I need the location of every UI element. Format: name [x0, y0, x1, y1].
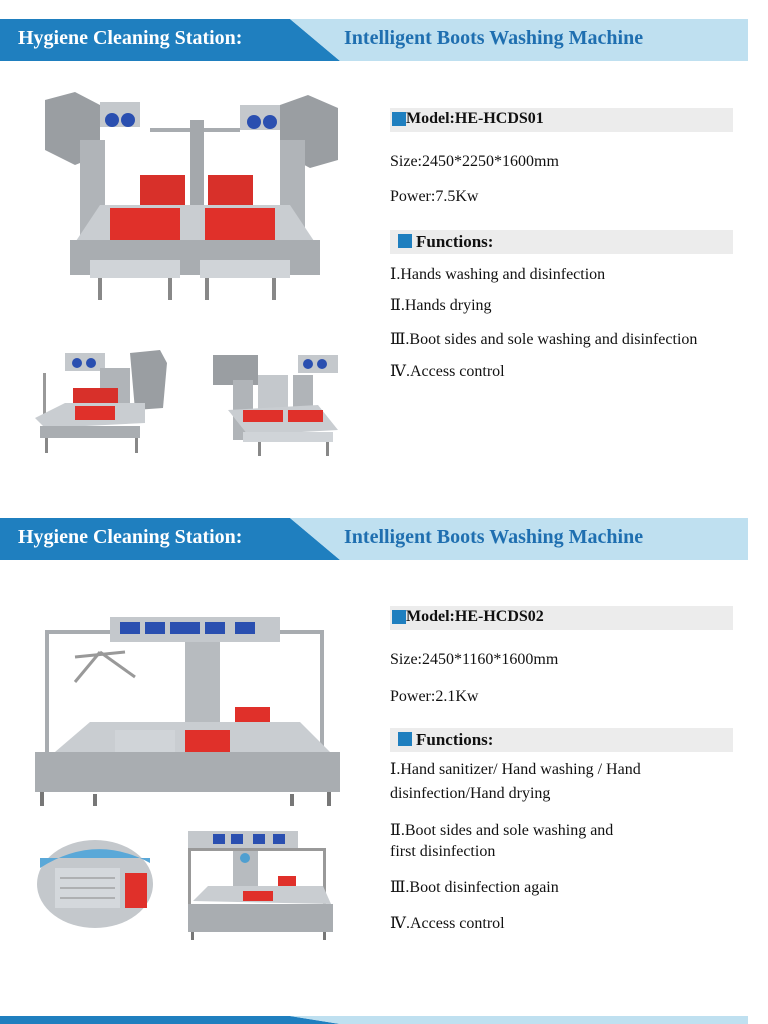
power-text-1: Power:7.5Kw [390, 188, 479, 205]
section-3-banner-partial [0, 1016, 748, 1024]
function-item: Ⅲ.Boot sides and sole washing and disinf… [390, 331, 698, 348]
functions-heading-2: Functions: [390, 728, 733, 752]
machine-2-detail-photo [35, 838, 155, 930]
function-item: Ⅱ.Boot sides and sole washing and [390, 822, 614, 839]
function-item: Ⅲ.Boot disinfection again [390, 879, 559, 896]
function-item: Ⅳ.Access control [390, 363, 505, 380]
banner-title-right: Intelligent Boots Washing Machine [344, 27, 644, 49]
machine-1-rear-photo [208, 350, 343, 458]
banner-title-left: Hygiene Cleaning Station: [18, 526, 243, 548]
size-text-2: Size:2450*1160*1600mm [390, 651, 559, 668]
function-item: Ⅱ.Hands drying [390, 297, 492, 314]
section-1-banner: Hygiene Cleaning Station: Intelligent Bo… [0, 19, 748, 61]
model-label-1: Model:HE-HCDS01 [390, 108, 733, 132]
banner-title-right: Intelligent Boots Washing Machine [344, 526, 644, 548]
function-item: Ⅰ.Hand sanitizer/ Hand washing / Hand [390, 761, 641, 778]
function-item: disinfection/Hand drying [390, 785, 551, 802]
banner-title-left: Hygiene Cleaning Station: [18, 27, 243, 49]
section-2-banner: Hygiene Cleaning Station: Intelligent Bo… [0, 518, 748, 560]
function-item: Ⅳ.Access control [390, 915, 505, 932]
function-item: first disinfection [390, 843, 496, 860]
functions-heading-1: Functions: [390, 230, 733, 254]
machine-1-side-photo [35, 348, 170, 458]
model-label-2: Model:HE-HCDS02 [390, 606, 733, 630]
size-text-1: Size:2450*2250*1600mm [390, 153, 559, 170]
machine-2-main-photo [35, 612, 340, 812]
power-text-2: Power:2.1Kw [390, 688, 479, 705]
machine-1-main-photo [40, 90, 340, 305]
machine-2-front-photo [183, 826, 335, 942]
function-item: Ⅰ.Hands washing and disinfection [390, 266, 606, 283]
